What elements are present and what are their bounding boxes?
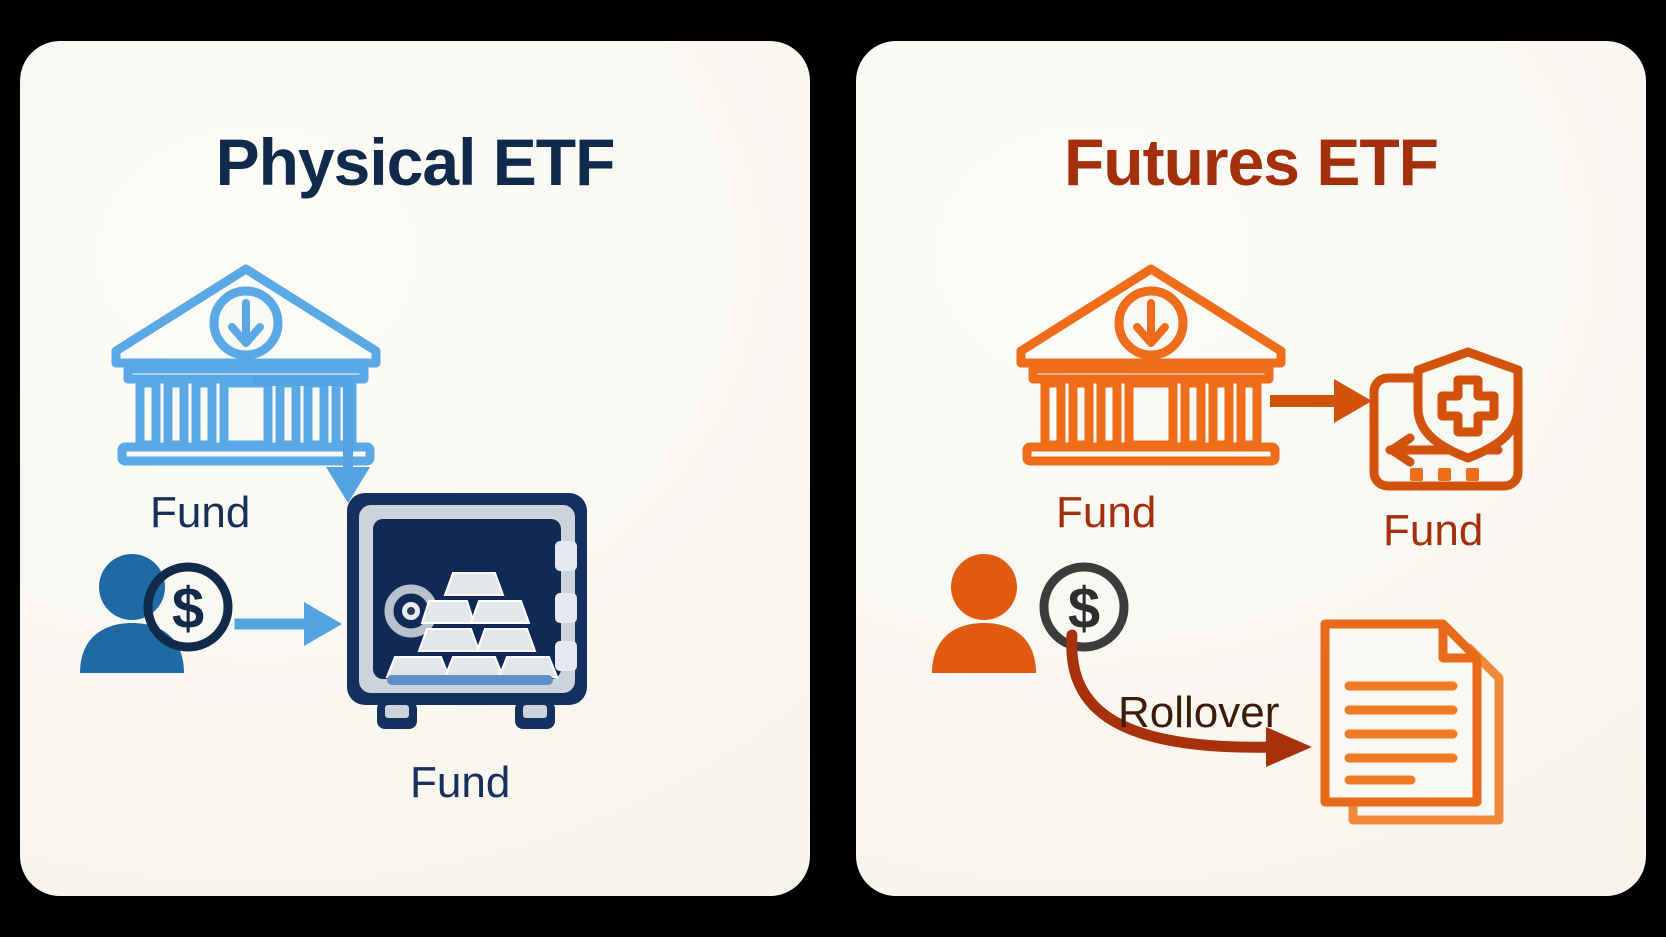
safe-vault-icon <box>343 489 591 739</box>
fund-label-right: Fund <box>1383 506 1484 555</box>
fund-label-top-right: Fund <box>1056 488 1157 537</box>
page-title-futures-etf: Futures ETF <box>1063 125 1439 199</box>
svg-text:$: $ <box>172 576 204 641</box>
gold-bars-icon <box>385 572 559 678</box>
rollover-label: Rollover <box>1118 688 1280 737</box>
bank-icon <box>1011 251 1291 466</box>
fund-label-bottom-left: Fund <box>410 758 511 807</box>
shield-chart-icon <box>1366 346 1526 496</box>
curved-rollover-arrow-icon <box>1060 629 1350 779</box>
panel-futures-etf: Futures ETF Fun <box>856 41 1646 896</box>
person-icon <box>924 551 1044 673</box>
page-title-physical-etf: Physical ETF <box>215 125 616 199</box>
right-arrow-icon <box>1270 373 1374 429</box>
fund-label-top-left: Fund <box>150 488 251 537</box>
dollar-coin-icon: $ <box>140 559 236 655</box>
documents-icon <box>1311 614 1511 839</box>
down-arrow-elbow-icon <box>252 371 382 511</box>
panel-physical-etf: Physical ETF Fu <box>20 41 810 896</box>
right-arrow-icon <box>234 596 344 652</box>
